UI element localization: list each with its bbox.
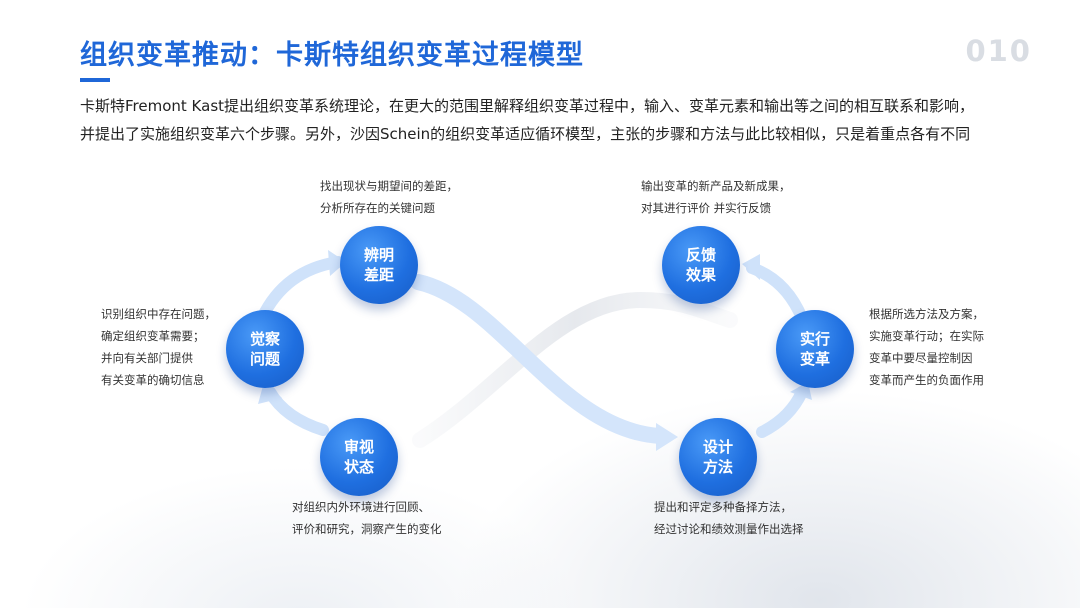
note-line: 输出变革的新产品及新成果，	[641, 179, 791, 193]
step-label-2: 问题	[249, 350, 280, 368]
step-label-1: 觉察	[249, 330, 280, 348]
intro-paragraph: 卡斯特Fremont Kast提出组织变革系统理论，在更大的范围里解释组织变革过…	[80, 92, 1020, 148]
note-design: 提出和评定多种备择方法， 经过讨论和绩效测量作出选择	[654, 496, 804, 540]
step-node-feedback: 反馈 效果	[662, 226, 740, 304]
step-node-design: 设计 方法	[679, 418, 757, 496]
step-label-2: 状态	[343, 458, 374, 476]
step-label-1: 辨明	[363, 246, 394, 264]
note-line: 并向有关部门提供	[101, 351, 193, 365]
note-awareness: 识别组织中存在问题， 确定组织变革需要； 并向有关部门提供 有关变革的确切信息	[101, 303, 216, 391]
note-implement: 根据所选方法及方案， 实施变革行动；在实际 变革中要尽量控制因 变革而产生的负面…	[869, 303, 984, 391]
note-line: 经过讨论和绩效测量作出选择	[654, 522, 804, 536]
intro-line-1: 卡斯特Fremont Kast提出组织变革系统理论，在更大的范围里解释组织变革过…	[80, 97, 975, 115]
note-line: 有关变革的确切信息	[101, 373, 205, 387]
note-line: 实施变革行动；在实际	[869, 329, 984, 343]
step-label-2: 变革	[799, 350, 830, 368]
return-band	[412, 291, 738, 448]
step-label-1: 实行	[799, 330, 830, 348]
note-line: 识别组织中存在问题，	[101, 307, 216, 321]
step-label-1: 设计	[702, 438, 733, 456]
note-line: 根据所选方法及方案，	[869, 307, 984, 321]
step-label-2: 效果	[685, 266, 716, 284]
page-title: 组织变革推动：卡斯特组织变革过程模型	[80, 40, 584, 71]
step-label-2: 差距	[363, 266, 394, 284]
note-line: 对其进行评价 并实行反馈	[641, 201, 772, 215]
arrowhead-to-feedback	[742, 254, 760, 280]
title-underline	[80, 78, 110, 82]
note-gap: 找出现状与期望间的差距， 分析所存在的关键问题	[320, 175, 458, 219]
note-line: 变革中要尽量控制因	[869, 351, 973, 365]
step-node-awareness: 觉察 问题	[226, 310, 304, 388]
arrow-gap-to-design	[410, 274, 668, 444]
step-label-1: 反馈	[685, 246, 716, 264]
step-node-review: 审视 状态	[320, 418, 398, 496]
step-node-gap: 辨明 差距	[340, 226, 418, 304]
note-feedback: 输出变革的新产品及新成果， 对其进行评价 并实行反馈	[641, 175, 791, 219]
note-line: 找出现状与期望间的差距，	[320, 179, 458, 193]
note-line: 确定组织变革需要；	[101, 329, 205, 343]
step-label-2: 方法	[702, 458, 733, 476]
intro-line-2: 并提出了实施组织变革六个步骤。另外，沙因Schein的组织变革适应循环模型，主张…	[80, 125, 971, 143]
note-line: 对组织内外环境进行回顾、	[292, 500, 430, 514]
step-node-implement: 实行 变革	[776, 310, 854, 388]
note-line: 提出和评定多种备择方法，	[654, 500, 792, 514]
arrowhead-to-design	[656, 423, 678, 451]
note-line: 分析所存在的关键问题	[320, 201, 435, 215]
note-review: 对组织内外环境进行回顾、 评价和研究，洞察产生的变化	[292, 496, 442, 540]
arrow-awareness-to-gap	[256, 256, 344, 324]
note-line: 评价和研究，洞察产生的变化	[292, 522, 442, 536]
step-label-1: 审视	[343, 438, 374, 456]
page-number: 010	[965, 34, 1032, 68]
arrow-design-to-implement	[756, 386, 808, 438]
arrowhead-to-gap	[328, 250, 346, 276]
note-line: 变革而产生的负面作用	[869, 373, 984, 387]
